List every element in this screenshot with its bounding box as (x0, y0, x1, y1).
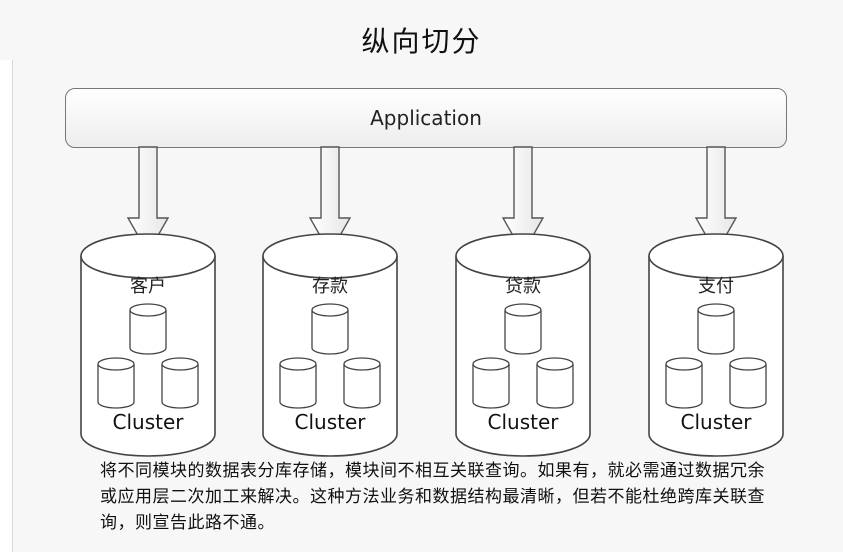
left-edge-strip (0, 60, 13, 552)
cluster-name-2: 存款 (312, 276, 348, 297)
small-db-icon (161, 357, 199, 409)
cluster-label-3: Cluster (487, 410, 559, 434)
small-db-icon (504, 303, 542, 355)
cluster-label-4: Cluster (680, 410, 752, 434)
cluster-label-2: Cluster (294, 410, 366, 434)
cluster-name-3: 贷款 (505, 276, 541, 297)
cluster-label-1: Cluster (112, 410, 184, 434)
diagram-title: 纵向切分 (361, 25, 482, 58)
small-db-icon (665, 357, 703, 409)
small-db-icon (311, 303, 349, 355)
small-db-icon (536, 357, 574, 409)
small-db-icon (472, 357, 510, 409)
cluster-name-1: 客户 (130, 276, 166, 297)
cluster-name-4: 支付 (698, 276, 734, 297)
small-db-icon (279, 357, 317, 409)
description-text: 将不同模块的数据表分库存储，模块间不相互关联查询。如果有，就必需通过数据冗余或应… (100, 461, 765, 533)
application-label: Application (370, 106, 482, 130)
small-db-icon (729, 357, 767, 409)
small-db-icon (343, 357, 381, 409)
small-db-icon (129, 303, 167, 355)
small-db-icon (97, 357, 135, 409)
application-layer: Application (65, 88, 787, 148)
small-db-icon (697, 303, 735, 355)
